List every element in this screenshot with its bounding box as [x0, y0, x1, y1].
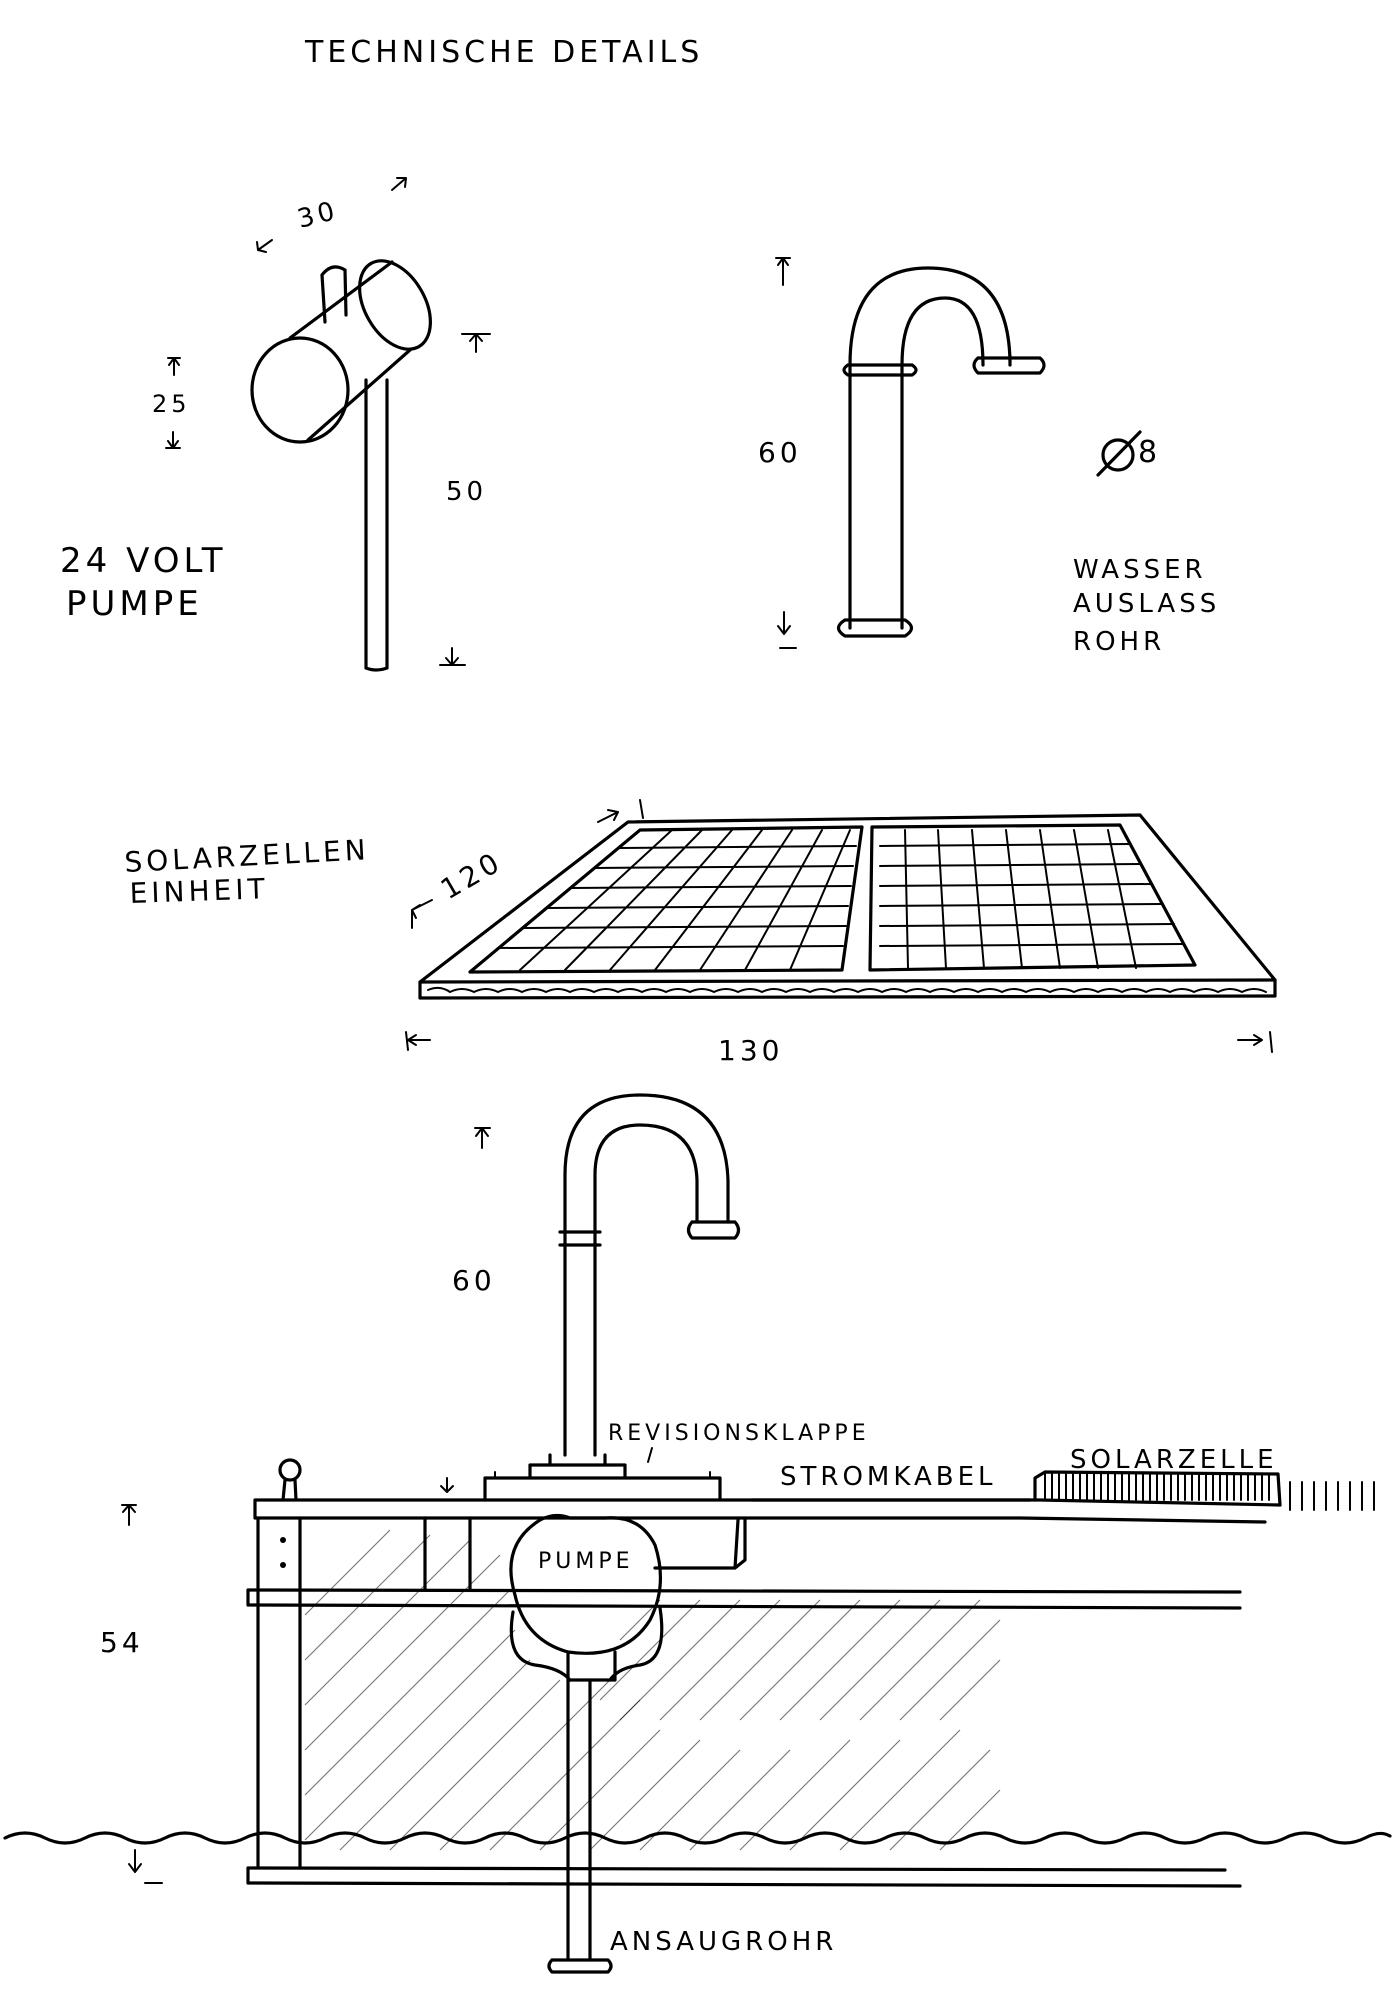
pump-width-dimension: 30: [294, 196, 341, 235]
outlet-pipe-label-line2: AUSLASS: [1073, 589, 1220, 619]
assembly-drawing: [3, 1093, 1392, 1974]
outlet-pipe-label-line1: WASSER: [1073, 555, 1207, 585]
assembly-pipe-height-dimension: 60: [452, 1264, 496, 1297]
outlet-pipe-dimension-marks: [775, 257, 1142, 649]
pump-label-line1: 24 VOLT: [60, 541, 227, 581]
assembly-pump-label: PUMPE: [538, 1549, 634, 1574]
assembly-hatching: [304, 1529, 1001, 1851]
assembly-revision-label: REVISIONSKLAPPE: [608, 1421, 870, 1446]
outlet-pipe-height-dimension: 60: [758, 436, 802, 469]
sheet-title: TECHNISCHE DETAILS: [304, 35, 703, 70]
pump-height-dimension: 25: [152, 390, 191, 418]
pump-shaft-dimension: 50: [446, 477, 487, 507]
assembly-body-height-dimension: 54: [100, 1626, 144, 1659]
solar-unit-width-dimension: 130: [718, 1034, 783, 1067]
pump-dimension-marks: [165, 177, 491, 666]
solar-panel-drawing: [418, 813, 1277, 1000]
pump-drawing: [250, 259, 432, 672]
pump-label-line2: PUMPE: [66, 584, 203, 624]
solar-panel-dimension-marks: [405, 799, 1273, 1053]
outlet-pipe-drawing: [836, 266, 1046, 638]
assembly-dimension-marks: [121, 1127, 653, 1884]
outlet-pipe-diameter-dimension: 8: [1138, 435, 1161, 470]
assembly-cable-label: STROMKABEL: [780, 1462, 996, 1492]
solar-unit-label-line2: EINHEIT: [129, 872, 269, 910]
assembly-solar-label: SOLARZELLE: [1070, 1445, 1278, 1475]
assembly-intake-label: ANSAUGROHR: [610, 1927, 837, 1957]
solar-unit-depth-dimension: 120: [435, 845, 508, 906]
outlet-pipe-label-line3: ROHR: [1073, 627, 1165, 657]
